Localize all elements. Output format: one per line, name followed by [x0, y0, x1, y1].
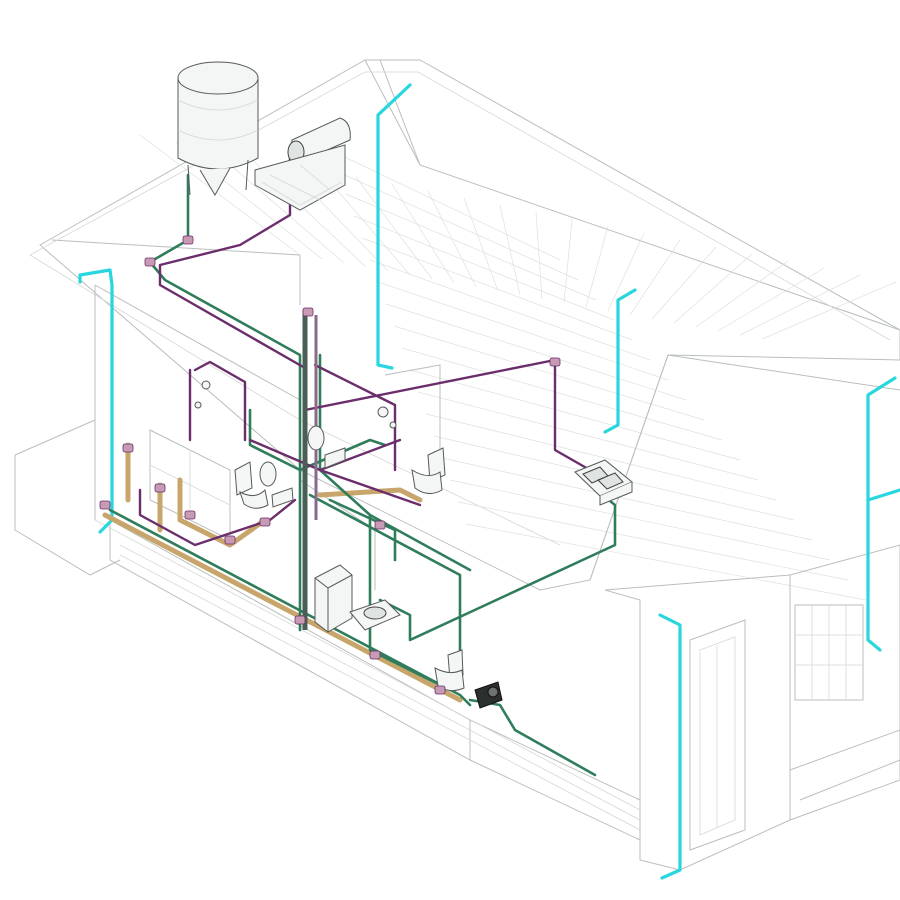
- pipe-fitting: [369, 650, 381, 660]
- kitchen-sink: [574, 459, 633, 506]
- roof-tile-line: [345, 193, 597, 301]
- toilet-2: [411, 447, 446, 494]
- roof-tile-line: [385, 303, 687, 401]
- hot-water-pipes: [138, 148, 592, 547]
- roof-tile-line: [355, 176, 433, 280]
- roof-tile-line: [739, 274, 861, 336]
- roof-tile-line: [417, 391, 759, 481]
- downpipe-2: [376, 83, 412, 370]
- downpipe-4: [866, 376, 897, 652]
- roof-tile-line: [409, 369, 741, 461]
- roof-outline: [39, 59, 900, 591]
- roof-tile-line: [651, 246, 717, 320]
- water-heater-box: [314, 564, 353, 633]
- drain-pipes: [102, 442, 463, 703]
- wash-basin-2: [271, 487, 294, 508]
- roof-tiles: [139, 134, 897, 601]
- floor-drain: [349, 599, 401, 631]
- roof-tile-line: [535, 211, 543, 300]
- supply-main-front: [108, 508, 472, 707]
- hot-shower-loop: [193, 360, 397, 472]
- roof-tile-line: [377, 281, 669, 381]
- downpipe-3: [603, 288, 637, 434]
- roof-tile-line: [761, 281, 897, 340]
- roof-tile-line: [401, 347, 723, 441]
- drain-branch-basin: [177, 477, 268, 548]
- front-door: [689, 619, 746, 851]
- downpipe-5: [866, 488, 900, 502]
- wash-basin-1: [324, 447, 346, 469]
- roof-tile-line: [425, 413, 777, 501]
- supply-upper-loop: [248, 408, 387, 472]
- toilet-3: [434, 649, 465, 692]
- building-shell: [14, 59, 900, 871]
- solar-water-heater: [254, 117, 351, 211]
- vent-stacks: [302, 310, 318, 630]
- pipe-fitting: [549, 357, 561, 367]
- drain-riser-left: [125, 442, 163, 533]
- pipe-fitting: [224, 535, 236, 545]
- roof-tile-line: [673, 253, 753, 324]
- roof-parapet: [29, 71, 891, 546]
- roof-tile-line: [563, 218, 573, 304]
- water-pump: [474, 681, 503, 709]
- pipe-fitting: [259, 517, 271, 527]
- shower-2: [377, 406, 397, 429]
- roof-tile-line: [465, 523, 867, 601]
- pipe-fitting: [99, 500, 111, 510]
- pipe-fittings: [99, 235, 561, 695]
- toilet-1: [234, 461, 269, 509]
- roof-tile-line: [607, 232, 645, 312]
- roof-tile-line: [211, 148, 345, 264]
- pipe-fitting: [302, 307, 314, 317]
- roof-tile-line: [353, 215, 615, 321]
- hot-cross-branch: [248, 438, 422, 507]
- roof-tile-line: [391, 183, 455, 284]
- pipe-fitting: [184, 510, 196, 520]
- floor-slab: [94, 519, 641, 831]
- roof-tile-line: [585, 225, 609, 308]
- roof-tile-line: [463, 197, 499, 292]
- pipe-fitting: [294, 615, 306, 625]
- tank-downfeed: [148, 173, 302, 632]
- downpipe-6: [658, 613, 682, 880]
- roof-tile-line: [695, 260, 789, 328]
- supply-pump-line: [468, 698, 597, 777]
- window-right: [794, 604, 864, 701]
- right-wing: [789, 544, 900, 821]
- roof-tile-line: [369, 259, 651, 361]
- hot-to-basins: [138, 488, 297, 547]
- pipe-fitting: [374, 520, 386, 530]
- downpipes: [78, 83, 900, 880]
- mirror-2: [259, 461, 277, 487]
- roof-tile-line: [393, 325, 705, 421]
- roof-tile-line: [717, 267, 825, 332]
- roof-tile-line: [499, 204, 521, 296]
- pipe-fitting: [182, 235, 194, 245]
- supply-to-kitchen: [378, 483, 617, 642]
- supply-pipes: [108, 173, 617, 777]
- roof-tile-line: [139, 134, 301, 256]
- roof-tile-line: [629, 239, 681, 316]
- hot-to-kitchen: [303, 358, 592, 472]
- roof-tile-line: [329, 149, 561, 261]
- pipe-fitting: [122, 443, 134, 453]
- pipe-fitting: [434, 685, 446, 695]
- downpipe-1: [78, 268, 114, 534]
- mirror-1: [307, 425, 325, 451]
- roof-tile-line: [361, 237, 633, 341]
- pipe-fitting: [144, 257, 156, 267]
- left-wall: [14, 284, 301, 576]
- roof-tile-line: [457, 501, 849, 581]
- roof-tile-line: [441, 457, 813, 541]
- pipe-fitting: [154, 483, 166, 493]
- roof-tile-line: [449, 479, 831, 561]
- main-drain-line: [102, 512, 463, 703]
- water-tank: [177, 61, 259, 196]
- roof-tile-line: [337, 171, 579, 281]
- supply-center-riser: [318, 353, 472, 692]
- shower-1: [188, 368, 211, 442]
